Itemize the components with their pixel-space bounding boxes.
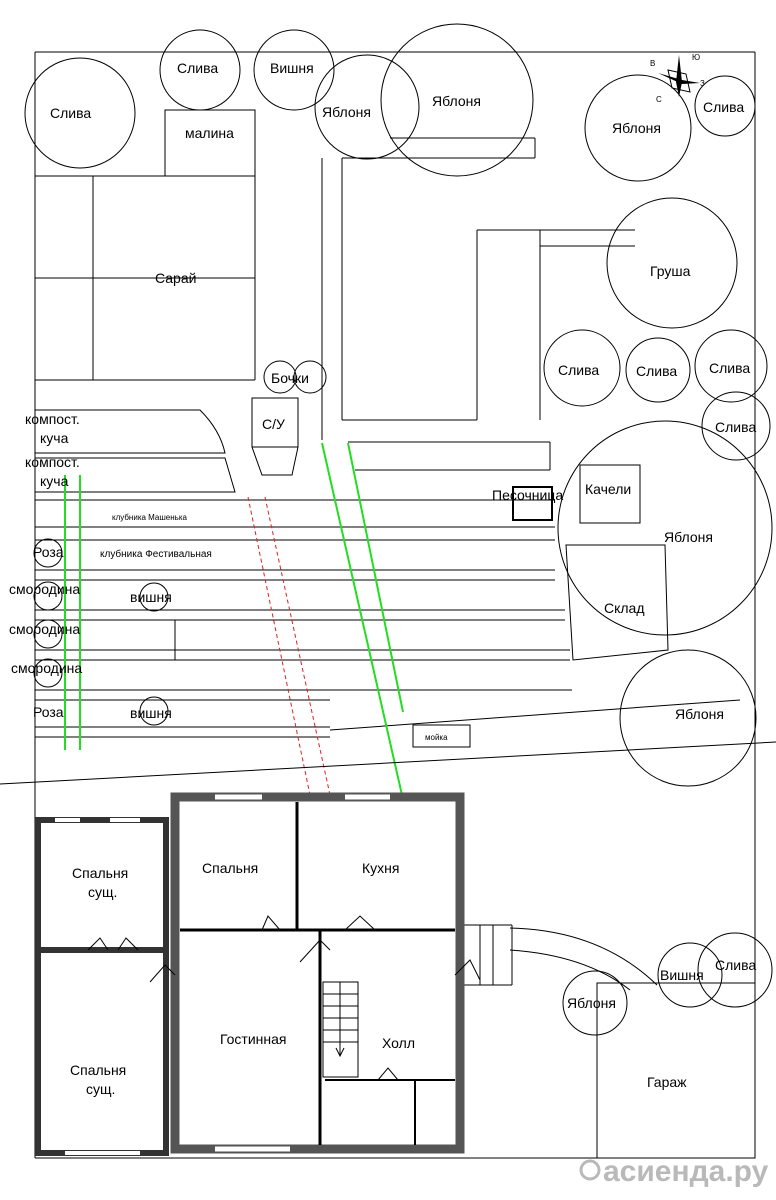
label-sliva-g: Слива — [715, 957, 756, 973]
label-roza-2: Роза — [33, 704, 64, 720]
label-sliva-tr: Слива — [703, 99, 744, 115]
label-yablonya-r2: Яблоня — [675, 706, 724, 722]
label-saray: Сарай — [155, 270, 196, 286]
label-yablonya-g: Яблоня — [567, 995, 616, 1011]
compass-w: З — [700, 79, 705, 88]
garage-area — [462, 924, 756, 1159]
label-kuhnya: Кухня — [362, 860, 399, 876]
compass-e: В — [650, 59, 655, 68]
label-yablonya-2: Яблоня — [432, 93, 481, 109]
label-grusha: Груша — [650, 263, 691, 279]
labels: Слива Вишня Слива малина Яблоня Яблоня Я… — [9, 60, 756, 1097]
garden-beds — [35, 441, 741, 748]
label-sliva-m2: Слива — [636, 363, 677, 379]
label-spalnya-sush-2a: Спальня — [70, 1062, 126, 1078]
compost-heaps — [35, 409, 236, 493]
label-kompost-2b: куча — [40, 473, 69, 489]
label-sliva-top: Слива — [177, 60, 218, 76]
central-area — [321, 137, 635, 440]
label-sliva-m4: Слива — [715, 419, 756, 435]
label-kompost-2a: компост. — [25, 454, 80, 470]
label-garazh: Гараж — [647, 1074, 687, 1090]
label-vishnya-g: Вишня — [660, 967, 704, 983]
compass-s: Ю — [692, 53, 700, 62]
label-smorodina-1: смородина — [9, 581, 80, 597]
label-sliva-m1: Слива — [558, 362, 599, 378]
label-klubnika-1: клубника Машенька — [112, 513, 187, 522]
label-vishnya-1: вишня — [130, 589, 172, 605]
label-spalnya-sush-1b: сущ. — [88, 884, 117, 900]
compass-n: С — [656, 95, 662, 104]
watermark-logo: асиенда.ру — [579, 1155, 769, 1188]
label-kompost-1a: компост. — [25, 411, 80, 427]
label-vishnya-top: Вишня — [270, 60, 314, 76]
label-kompost-1b: куча — [40, 430, 69, 446]
label-smorodina-3: смородина — [11, 660, 82, 676]
toilet-area — [251, 397, 299, 476]
label-sliva-m3: Слива — [709, 360, 750, 376]
label-kacheli: Качели — [585, 481, 631, 497]
label-sklad: Склад — [604, 600, 645, 616]
label-yablonya-1: Яблоня — [322, 104, 371, 120]
label-smorodina-2: смородина — [9, 621, 80, 637]
trees — [24, 23, 773, 1036]
compass-icon: В Ю С З — [650, 53, 705, 104]
label-gostinnaya: Гостинная — [220, 1031, 287, 1047]
label-spalnya: Спальня — [202, 860, 258, 876]
label-spalnya-sush-2b: сущ. — [86, 1081, 115, 1097]
label-yablonya-r1: Яблоня — [664, 529, 713, 545]
label-moyka: мойка — [425, 733, 448, 742]
fence-line — [0, 741, 776, 785]
label-vishnya-2: вишня — [130, 705, 172, 721]
watermark-text: асиенда.ру — [603, 1155, 769, 1188]
house — [35, 792, 481, 1156]
label-roza-1: Роза — [33, 544, 64, 560]
label-sliva-left: Слива — [50, 105, 91, 121]
paths — [64, 442, 404, 796]
label-malina: малина — [185, 125, 234, 141]
shed-area — [35, 109, 256, 381]
label-su: С/У — [262, 416, 285, 432]
label-spalnya-sush-1a: Спальня — [72, 865, 128, 881]
play-storage — [512, 464, 669, 661]
label-holl: Холл — [382, 1035, 415, 1051]
label-klubnika-2: клубника Фестивальная — [100, 548, 212, 560]
label-bochki: Бочки — [271, 370, 309, 386]
label-yablonya-3: Яблоня — [612, 120, 661, 136]
label-pesochnitsa: Песочница — [492, 487, 563, 503]
